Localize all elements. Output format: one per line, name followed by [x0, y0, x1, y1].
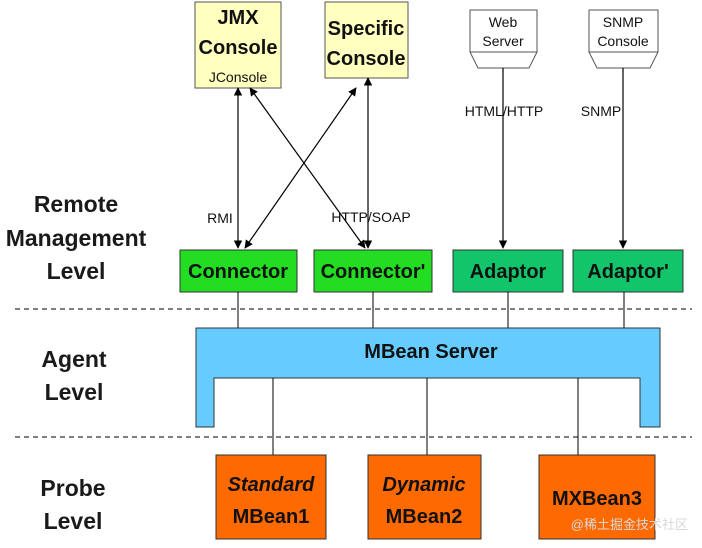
- jmx-console-title: JMX: [217, 7, 259, 29]
- connector-label: Connector: [188, 261, 288, 283]
- connector-prime-box: Connector': [313, 249, 433, 293]
- level-label-line: Management: [6, 225, 147, 251]
- html-http-protocol-label: HTML/HTTP: [465, 103, 544, 119]
- snmp-console-label: Console: [597, 33, 649, 49]
- standard-mbean-type: Standard: [228, 474, 315, 496]
- snmp-console-label: SNMP: [603, 14, 643, 30]
- web-server-label: Web: [489, 14, 518, 30]
- jmx-console-title: Console: [199, 37, 278, 59]
- web-server-box: Web Server: [469, 9, 538, 69]
- probe-level-label: Probe Level: [40, 475, 105, 534]
- standard-mbean-name: MBean1: [233, 506, 310, 528]
- dynamic-mbean-name: MBean2: [386, 506, 463, 528]
- level-label-line: Agent: [41, 346, 107, 372]
- jmx-console-box: JMX Console JConsole: [194, 1, 282, 89]
- snmp-console-box: SNMP Console: [588, 9, 659, 69]
- adaptor-prime-box: Adaptor': [572, 249, 684, 293]
- connector-prime-label: Connector': [321, 261, 426, 283]
- level-label-line: Level: [47, 258, 106, 284]
- adaptor-box: Adaptor: [452, 249, 564, 293]
- web-server-label: Server: [482, 33, 524, 49]
- agent-level-label: Agent Level: [41, 346, 107, 405]
- mbean-server-label: MBean Server: [364, 341, 498, 363]
- rmi-protocol-label: RMI: [207, 210, 233, 226]
- snmp-protocol-label: SNMP: [581, 103, 621, 119]
- remote-management-level-label: Remote Management Level: [6, 191, 147, 284]
- specific-to-connector-arrow: [244, 87, 357, 249]
- level-label-line: Level: [45, 379, 104, 405]
- mxbean3-name: MXBean3: [552, 488, 642, 510]
- specific-console-box: Specific Console: [324, 1, 409, 79]
- standard-mbean-box: Standard MBean1: [215, 454, 327, 540]
- specific-console-title: Console: [327, 48, 406, 70]
- level-label-line: Level: [44, 508, 103, 534]
- specific-console-title: Specific: [328, 18, 405, 40]
- mxbean3-box: MXBean3: [538, 454, 656, 540]
- level-label-line: Probe: [40, 475, 105, 501]
- dynamic-mbean-box: Dynamic MBean2: [367, 454, 482, 540]
- jconsole-label: JConsole: [209, 69, 268, 85]
- connector-box: Connector: [179, 249, 298, 293]
- http-soap-protocol-label: HTTP/SOAP: [331, 209, 410, 225]
- adaptor-label: Adaptor: [470, 261, 547, 283]
- dynamic-mbean-type: Dynamic: [382, 474, 465, 496]
- adaptor-prime-label: Adaptor': [587, 261, 668, 283]
- watermark-text: @稀土掘金技术社区: [571, 517, 688, 532]
- mbean-server-box: MBean Server: [195, 327, 661, 428]
- level-label-line: Remote: [34, 191, 118, 217]
